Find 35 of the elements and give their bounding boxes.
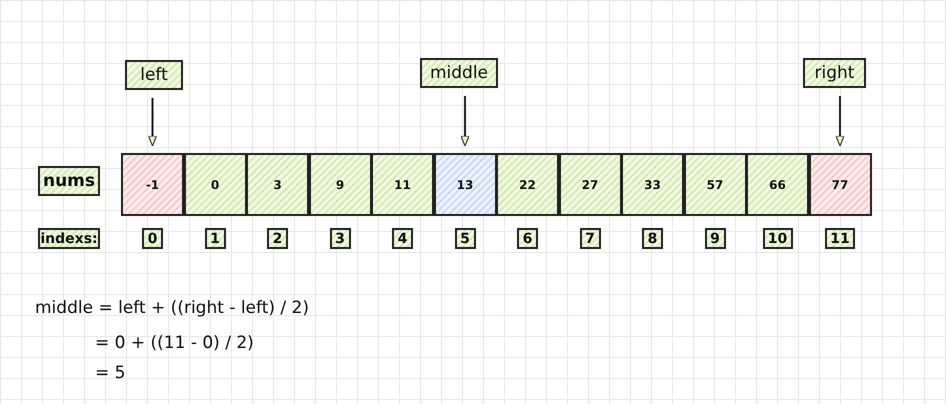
array-cell: 11 xyxy=(371,153,434,216)
pointer-label: left xyxy=(125,60,183,90)
array-cell: 57 xyxy=(684,153,746,216)
index-box: 10 xyxy=(762,228,792,249)
index-box: 1 xyxy=(204,228,226,249)
array-cell: 9 xyxy=(308,153,372,216)
array-cell: 77 xyxy=(808,153,872,216)
index-box: 11 xyxy=(825,228,855,249)
formula-line: = 5 xyxy=(95,363,126,383)
array-cell: 3 xyxy=(246,153,309,216)
array-cell: 27 xyxy=(558,153,622,216)
index-box: 5 xyxy=(454,228,476,249)
arrow xyxy=(460,96,470,146)
index-box: 6 xyxy=(517,228,538,249)
index-box: 9 xyxy=(704,228,726,249)
index-box: 4 xyxy=(392,228,413,249)
index-box: 7 xyxy=(580,228,600,249)
arrow xyxy=(148,98,157,146)
index-box: 0 xyxy=(142,228,163,249)
array-cell: 0 xyxy=(184,153,246,216)
index-box: 3 xyxy=(330,228,350,249)
row-label: indexs: xyxy=(38,228,100,249)
row-label: nums xyxy=(38,166,100,196)
pointer-label: right xyxy=(803,58,866,88)
array-cell: 33 xyxy=(621,153,684,216)
formula-line: middle = left + ((right - left) / 2) xyxy=(35,298,309,318)
arrow xyxy=(836,96,844,146)
pointer-label: middle xyxy=(420,58,498,88)
index-box: 8 xyxy=(642,228,663,249)
array-cell: 66 xyxy=(746,153,809,216)
array-cell: 22 xyxy=(496,153,559,216)
array-cell: 13 xyxy=(434,153,496,216)
formula-line: = 0 + ((11 - 0) / 2) xyxy=(95,333,254,353)
index-box: 2 xyxy=(267,228,288,249)
array-cell: -1 xyxy=(121,153,184,216)
